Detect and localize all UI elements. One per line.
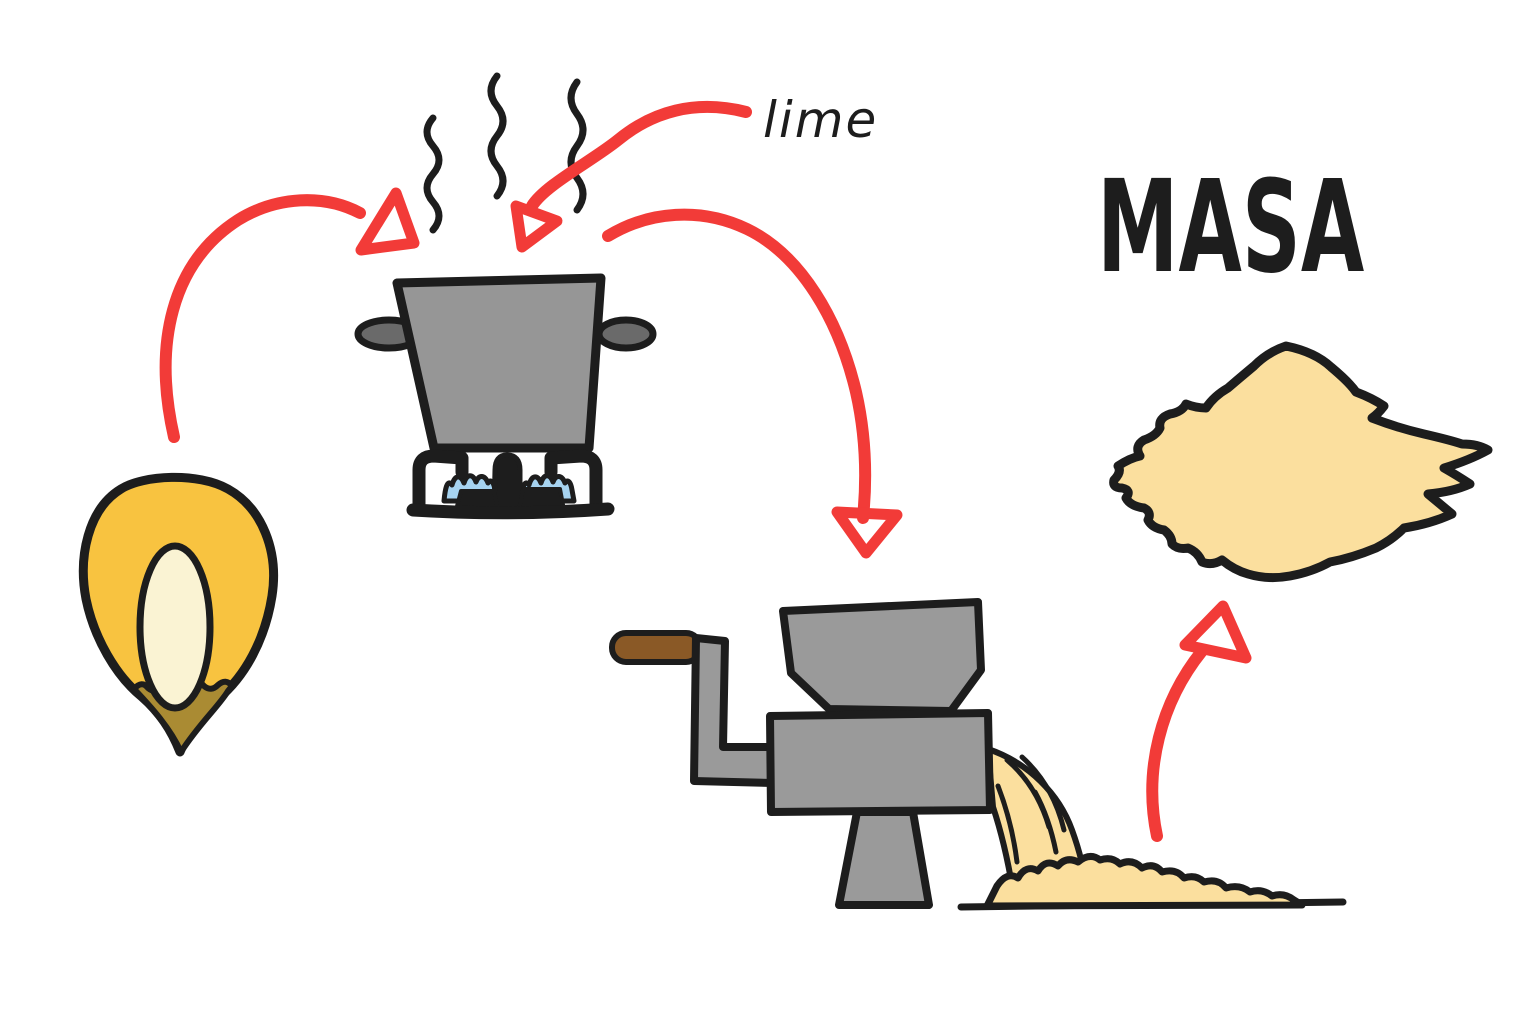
- burner-base-bar: [406, 502, 615, 520]
- masa-title: MASA: [1097, 153, 1364, 302]
- arrow-corn-to-pot: [159, 187, 420, 443]
- arrow-pot-to-grinder: [602, 208, 903, 559]
- arrowhead-icon: [1179, 600, 1252, 664]
- crank-arm: [690, 634, 777, 787]
- arrow-pile-to-masa: [1146, 600, 1252, 842]
- arrow-shaft: [1146, 645, 1208, 842]
- masa-flow-line: [1032, 789, 1059, 855]
- hand-crank-grinder-icon: [609, 598, 1347, 911]
- arrow-shaft: [159, 194, 366, 443]
- arrow-lime-to-pot: [510, 100, 752, 253]
- steam-squiggle: [567, 78, 587, 214]
- grinder-hopper: [779, 598, 985, 715]
- arrowhead-icon: [355, 187, 420, 256]
- boiling-pot-icon: [354, 273, 657, 520]
- masa-flow-line: [995, 783, 1020, 865]
- corn-kernel-icon: [78, 472, 279, 757]
- crank-handle: [609, 630, 703, 665]
- steam-squiggle: [487, 72, 507, 200]
- corn-germ: [136, 542, 214, 712]
- burner-right-bracket: [544, 449, 603, 513]
- burner-left-bracket: [412, 449, 469, 513]
- ground-dough-pile-icon: [983, 853, 1306, 910]
- grinder-stand: [835, 808, 933, 909]
- pot-body: [392, 273, 606, 453]
- burner-center-post: [491, 452, 523, 517]
- lime-label: lime: [763, 91, 878, 149]
- dough-blob-icon: [1109, 341, 1493, 583]
- arrowhead-icon: [510, 200, 563, 253]
- grinder-body: [766, 709, 994, 816]
- arrow-shaft: [526, 100, 752, 212]
- pot-right-handle: [595, 316, 657, 352]
- steam-squiggle: [423, 114, 443, 234]
- arrow-shaft: [602, 208, 872, 524]
- masa-flow-line: [1019, 754, 1067, 833]
- steam-lines: [423, 72, 587, 234]
- arrowhead-icon: [831, 506, 903, 559]
